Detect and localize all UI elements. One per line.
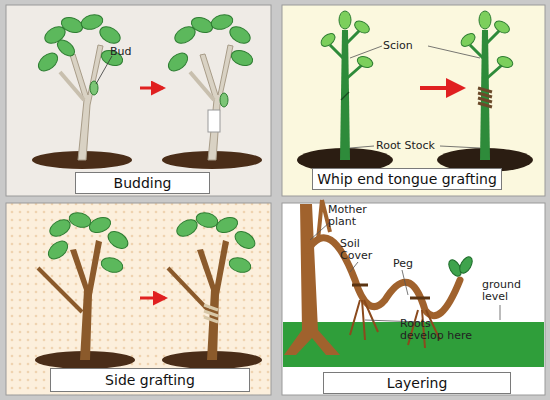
budded-tree	[162, 12, 262, 169]
part-label: Root Stock	[376, 140, 446, 152]
caption-text: Side grafting	[105, 372, 195, 388]
panel	[6, 5, 271, 196]
caption-text: Layering	[387, 375, 448, 391]
part-label: Mother plant	[328, 204, 378, 228]
part-label: Bud	[110, 46, 150, 58]
caption-text: Whip end tongue grafting	[317, 171, 497, 187]
panel	[282, 203, 545, 395]
caption-box: Layering	[323, 372, 511, 394]
part-label: Peg	[393, 258, 423, 270]
budding-tree	[32, 12, 163, 169]
caption-text: Budding	[114, 175, 172, 191]
caption-box: Side grafting	[50, 368, 250, 392]
side-graft	[35, 210, 262, 369]
part-label: ground level	[482, 279, 532, 303]
panel	[282, 5, 545, 196]
part-label: Soil Cover	[340, 238, 380, 262]
whip-graft	[297, 11, 533, 172]
part-label: Scion	[383, 40, 433, 52]
caption-box: Whip end tongue grafting	[312, 168, 502, 190]
layering	[283, 200, 544, 367]
caption-box: Budding	[75, 172, 210, 194]
part-label: Roots develop here	[400, 318, 476, 342]
panel	[6, 203, 271, 395]
